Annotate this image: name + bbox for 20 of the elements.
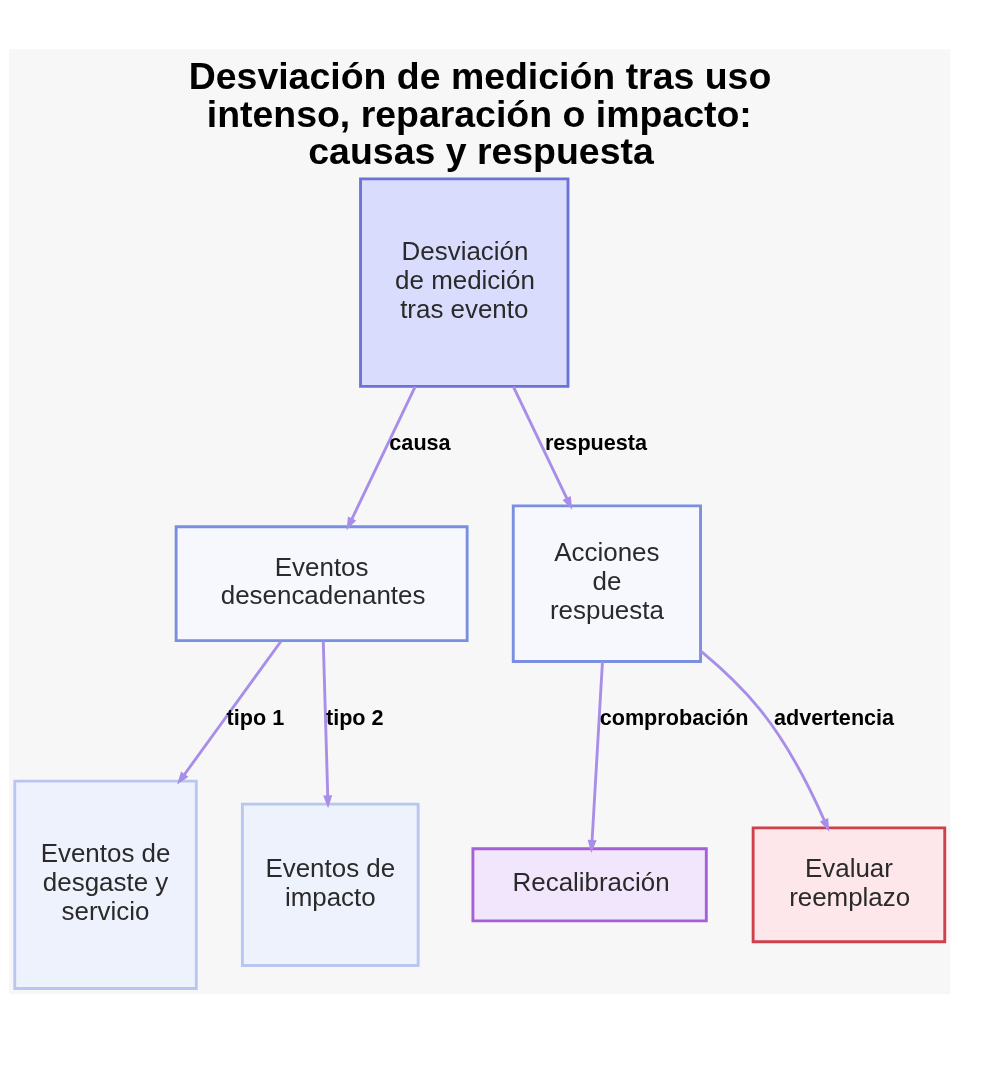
diagram-title: Desviación de medición tras uso intenso, reparación o impacto: causas y respuesta xyxy=(188,55,771,173)
node-box: Eventos de desgaste y servicio xyxy=(12,779,198,990)
edge-label: advertencia xyxy=(773,704,894,730)
edge-label: comprobación xyxy=(599,704,749,730)
node-box: Recalibración xyxy=(470,847,708,923)
edge-label: causa xyxy=(388,429,451,455)
arrow xyxy=(699,649,829,832)
edge-label: tipo 1 xyxy=(226,704,284,730)
arrow xyxy=(511,386,572,510)
arrow xyxy=(345,386,416,531)
node-box: Desviación de medición tras evento xyxy=(358,177,569,388)
node-box: Acciones de respuesta xyxy=(511,504,702,663)
node-box: Eventos desencadenantes xyxy=(174,525,469,643)
node-box: Evaluar reemplazo xyxy=(751,826,946,944)
edge-label: respuesta xyxy=(544,429,647,455)
arrow xyxy=(587,661,604,853)
arrow xyxy=(176,640,282,785)
edge-label: tipo 2 xyxy=(325,704,384,730)
arrow xyxy=(321,641,332,809)
node-box: Eventos de impacto xyxy=(240,802,420,967)
